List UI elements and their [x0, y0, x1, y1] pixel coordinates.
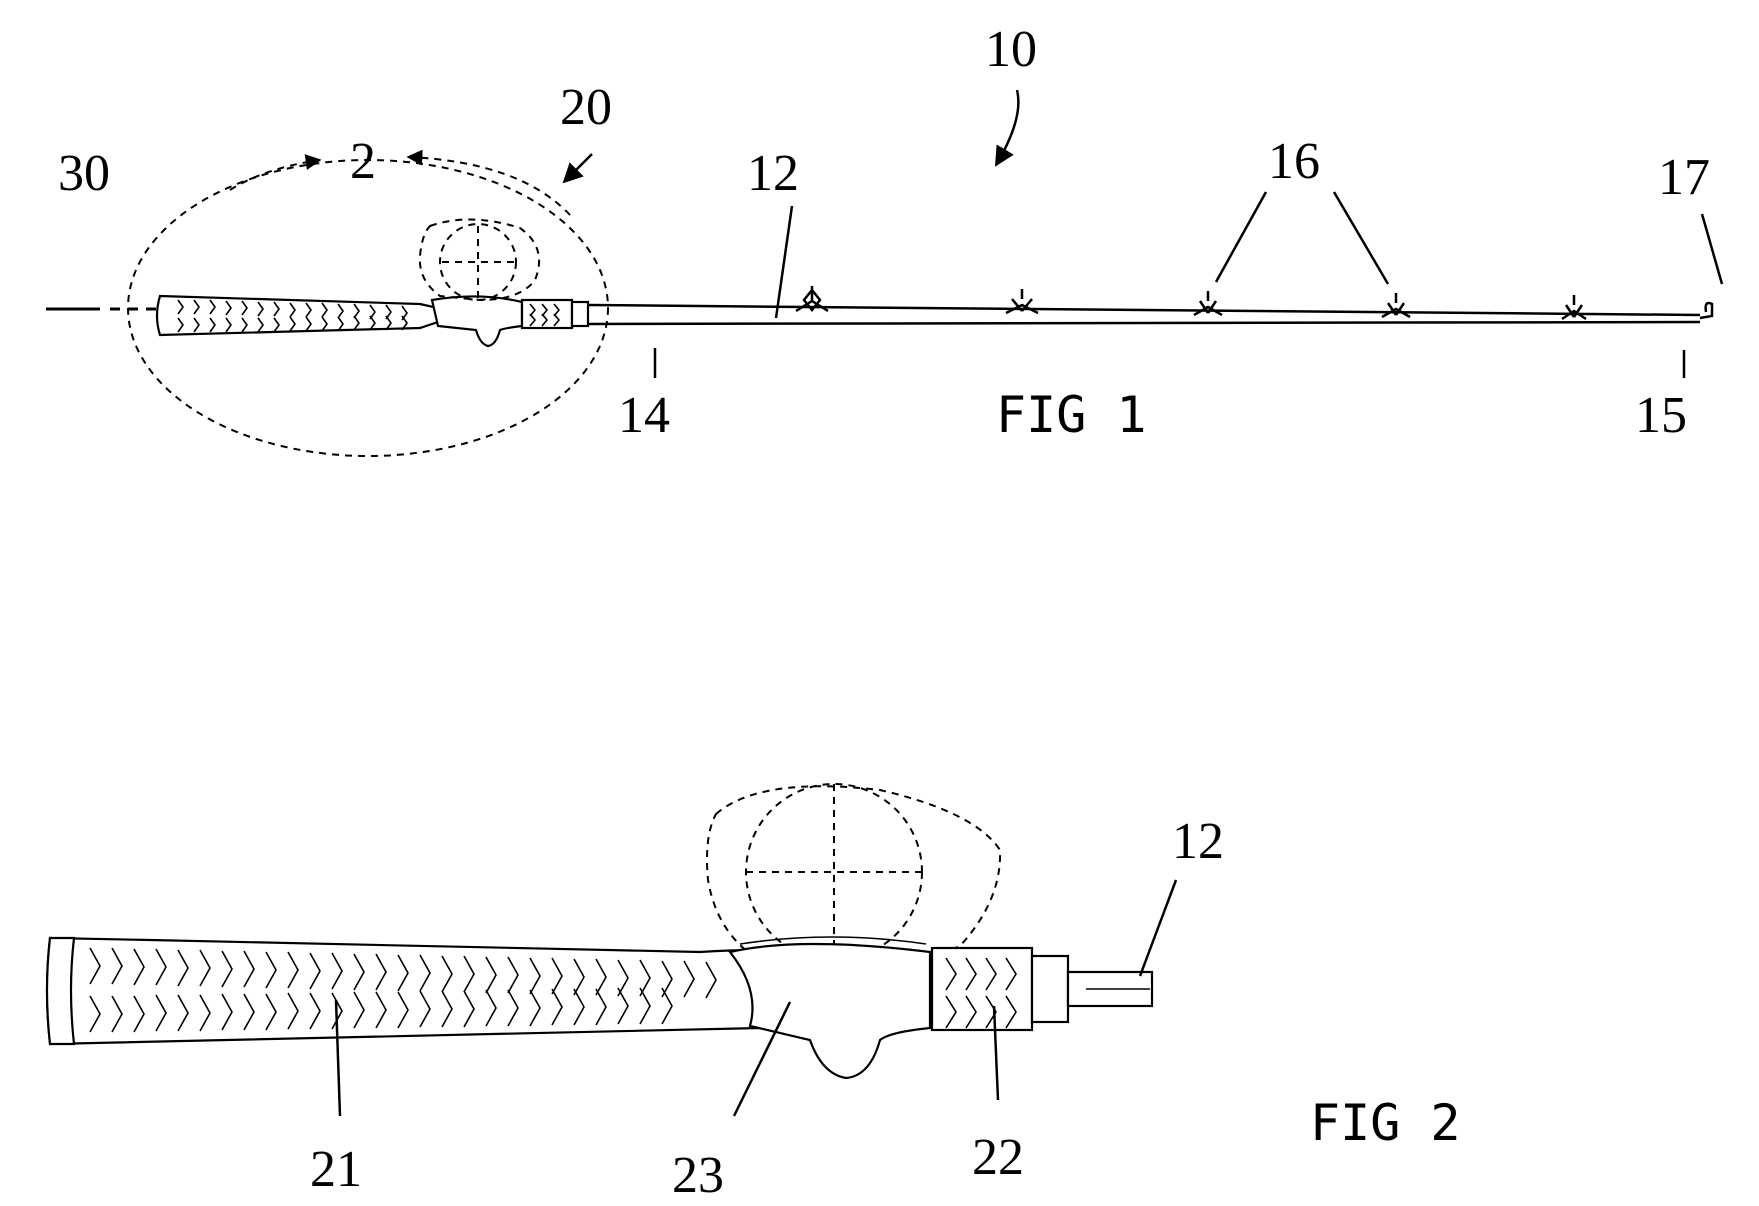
- fig1-reel: [420, 219, 539, 300]
- fig2-butt-cap: [47, 938, 74, 1044]
- fig1-rear-grip: [157, 296, 438, 335]
- fig1-ferrule: [572, 302, 588, 326]
- fig2-reel: [707, 784, 1000, 972]
- detail-arrow-left: [230, 160, 320, 190]
- ref-22: 22: [972, 1129, 1024, 1186]
- fig2-reel-seat: [730, 944, 930, 1078]
- ref-16: 16: [1268, 133, 1320, 190]
- fig2-ferrule: [1032, 956, 1068, 1022]
- leader-16a: [1216, 192, 1266, 282]
- leader-20: [564, 154, 592, 182]
- leader-17: [1702, 214, 1722, 284]
- ref-15: 15: [1635, 387, 1687, 444]
- fig1-tip-top: [1700, 303, 1712, 318]
- fig1-fore-grip: [522, 300, 572, 328]
- ref-23: 23: [672, 1147, 724, 1204]
- leader-12: [776, 206, 792, 318]
- ref-30: 30: [58, 145, 110, 202]
- leader-16b: [1334, 192, 1388, 284]
- fig1-reel-seat: [432, 296, 522, 346]
- ref-12-fig1: 12: [747, 145, 799, 202]
- leader-12-fig2: [1140, 880, 1176, 976]
- fig2-drawing: [47, 784, 1176, 1116]
- ref-10: 10: [985, 21, 1037, 78]
- ref-12-fig2: 12: [1172, 813, 1224, 870]
- ref-21: 21: [310, 1141, 362, 1198]
- fig2-label: FIG 2: [1310, 1094, 1461, 1152]
- fig1-label: FIG 1: [996, 386, 1147, 444]
- ref-14: 14: [618, 387, 670, 444]
- leader-10: [996, 90, 1018, 165]
- fig2-rear-grip: [47, 938, 760, 1044]
- fig1-drawing: [46, 90, 1722, 456]
- fig1-rod-blank: [588, 305, 1700, 315]
- ref-20: 20: [560, 79, 612, 136]
- ref-17: 17: [1658, 149, 1710, 206]
- ref-2: 2: [350, 133, 376, 190]
